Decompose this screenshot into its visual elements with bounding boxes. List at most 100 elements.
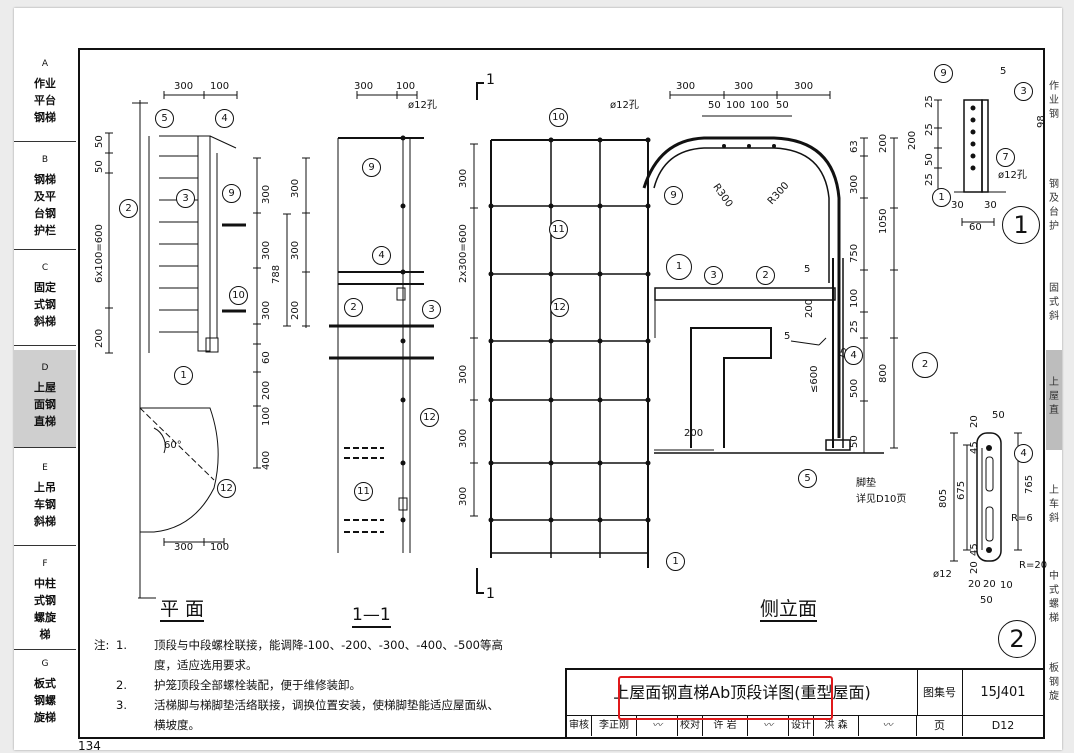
part-marker-10: 10: [229, 286, 248, 305]
part-marker-12: 12: [217, 479, 236, 498]
part-marker-4: 4: [844, 346, 863, 365]
sidebar-letter: E: [42, 463, 48, 473]
dim-label: 20: [969, 561, 980, 574]
sidebar-letter: C: [41, 263, 49, 273]
detail-2-number: 2: [998, 620, 1036, 658]
sidebar-label: 上吊 车钢 斜梯: [34, 481, 56, 528]
note-text: 横坡度。: [154, 718, 200, 732]
part-marker-9: 9: [664, 186, 683, 205]
part-marker-3: 3: [1014, 82, 1033, 101]
dim-label: 300: [458, 428, 469, 448]
dim-label: 200: [878, 133, 889, 153]
sidebar-item-f[interactable]: F 中柱 式钢 螺旋 梯: [14, 550, 76, 650]
hole-label: ø12: [933, 569, 952, 580]
note-text: 顶段与中段螺栓联接，能调降-100、-200、-300、-400、-500等高: [154, 638, 503, 652]
sidebar-label: 作业 平台 钢梯: [34, 77, 56, 124]
dim-label: 50: [924, 153, 935, 166]
part-marker-3: 3: [422, 300, 441, 319]
dim-label: 100: [396, 81, 416, 92]
dim-label: 300: [261, 240, 272, 260]
sidebar-letter: F: [42, 559, 48, 569]
sidebar-label: 固定 式钢 斜梯: [34, 281, 56, 328]
radius-label: R=20: [1019, 560, 1048, 571]
right-chapter-strip: 作 业 钢 钢 及 台 护 固 式 斜 上 屋 直 上 车 斜 中 式 螺 梯 …: [1044, 50, 1062, 740]
dim-label: 30: [951, 200, 964, 211]
dim-label: 300: [458, 168, 469, 188]
part-marker-11: 11: [354, 482, 373, 501]
dim-label: 300: [174, 542, 194, 553]
section-mark: 1: [486, 586, 495, 602]
dim-label: 20: [983, 579, 996, 590]
part-marker-7: 7: [996, 148, 1015, 167]
dim-label: 100: [210, 542, 230, 553]
dim-label: 300: [676, 81, 696, 92]
sidebar-label: 板式 钢螺 旋梯: [34, 677, 56, 724]
part-marker-3: 3: [176, 189, 195, 208]
dim-label: 50: [992, 410, 1005, 421]
dim-label: 200: [94, 328, 105, 348]
dim-label: 300: [261, 184, 272, 204]
elevation-view-title: 侧立面: [760, 598, 818, 622]
part-marker-1: 1: [932, 188, 951, 207]
note-line: 横坡度。: [94, 715, 574, 735]
reviewer-signature: 〰: [637, 716, 678, 736]
dim-label: 200: [907, 130, 918, 150]
dim-label: 100: [849, 288, 860, 308]
dim-label: 45: [969, 441, 980, 454]
plan-view-title: 平 面: [160, 598, 205, 622]
part-marker-12: 12: [420, 408, 439, 427]
sidebar-item-b[interactable]: B 钢梯 及平 台钢 护栏: [14, 146, 76, 250]
designer-signature: 〰: [859, 716, 917, 736]
section-mark: 1: [486, 72, 495, 88]
title-block: 上屋面钢直梯Ab顶段详图(重型屋面) 图集号 15J401 审核 李正刚 〰 校…: [565, 668, 1043, 737]
page-number: 134: [78, 739, 101, 750]
strip-item: 板 钢 旋: [1049, 663, 1059, 702]
sidebar-item-a[interactable]: A 作业 平台 钢梯: [14, 50, 76, 142]
dim-label: 300: [354, 81, 374, 92]
dim-label: 1050: [878, 208, 889, 234]
dim-label: 2x300=600: [458, 224, 469, 283]
dim-label: 300: [794, 81, 814, 92]
dim-label: 50: [980, 595, 993, 606]
strip-item: 中 式 螺 梯: [1049, 571, 1059, 624]
detail-callout-2: 2: [912, 352, 938, 378]
check-label: 校对: [678, 716, 703, 736]
foot-pad-label: 脚垫: [856, 478, 876, 489]
radius-label: R=6: [1011, 513, 1033, 524]
dim-label: 20: [968, 579, 981, 590]
drawing-frame: [78, 48, 1045, 739]
part-marker-12: 12: [550, 298, 569, 317]
sidebar-letter: A: [41, 59, 49, 69]
dim-label: 100: [750, 100, 770, 111]
dim-label: 200: [804, 298, 815, 318]
note-text: 护笼顶段全部螺栓装配，便于维修装卸。: [154, 678, 361, 692]
dim-label: 750: [849, 243, 860, 263]
note-number: 3.: [116, 698, 127, 712]
part-marker-2: 2: [119, 199, 138, 218]
dim-label: 100: [210, 81, 230, 92]
detail-1-number: 1: [1002, 206, 1040, 244]
dim-label: 765: [1024, 474, 1035, 494]
dim-label: 63: [849, 140, 860, 153]
part-marker-10: 10: [549, 108, 568, 127]
dim-label: 300: [290, 240, 301, 260]
part-marker-4: 4: [372, 246, 391, 265]
hole-label: ø12孔: [998, 170, 1027, 181]
checker-signature: 〰: [748, 716, 789, 736]
sidebar-item-g[interactable]: G 板式 钢螺 旋梯: [14, 654, 76, 740]
part-marker-1: 1: [666, 552, 685, 571]
section-view-title: 1—1: [352, 604, 391, 628]
sidebar-item-d[interactable]: D 上屋 面钢 直梯: [14, 350, 76, 448]
sidebar-item-c[interactable]: C 固定 式钢 斜梯: [14, 254, 76, 346]
drawing-sheet: A 作业 平台 钢梯 B 钢梯 及平 台钢 护栏 C 固定 式钢 斜梯 D 上屋…: [14, 8, 1062, 750]
sidebar-item-e[interactable]: E 上吊 车钢 斜梯: [14, 454, 76, 546]
dim-label: 25: [849, 320, 860, 333]
drawing-linework: [105, 82, 1022, 599]
note-line: 注: 1. 顶段与中段螺栓联接，能调降-100、-200、-300、-400、-…: [94, 635, 574, 655]
dim-label: 300: [261, 300, 272, 320]
part-marker-2: 2: [344, 298, 363, 317]
part-marker-3: 3: [704, 266, 723, 285]
dim-label: 200: [261, 380, 272, 400]
part-marker-5: 5: [798, 469, 817, 488]
note-number: 2.: [116, 678, 127, 692]
